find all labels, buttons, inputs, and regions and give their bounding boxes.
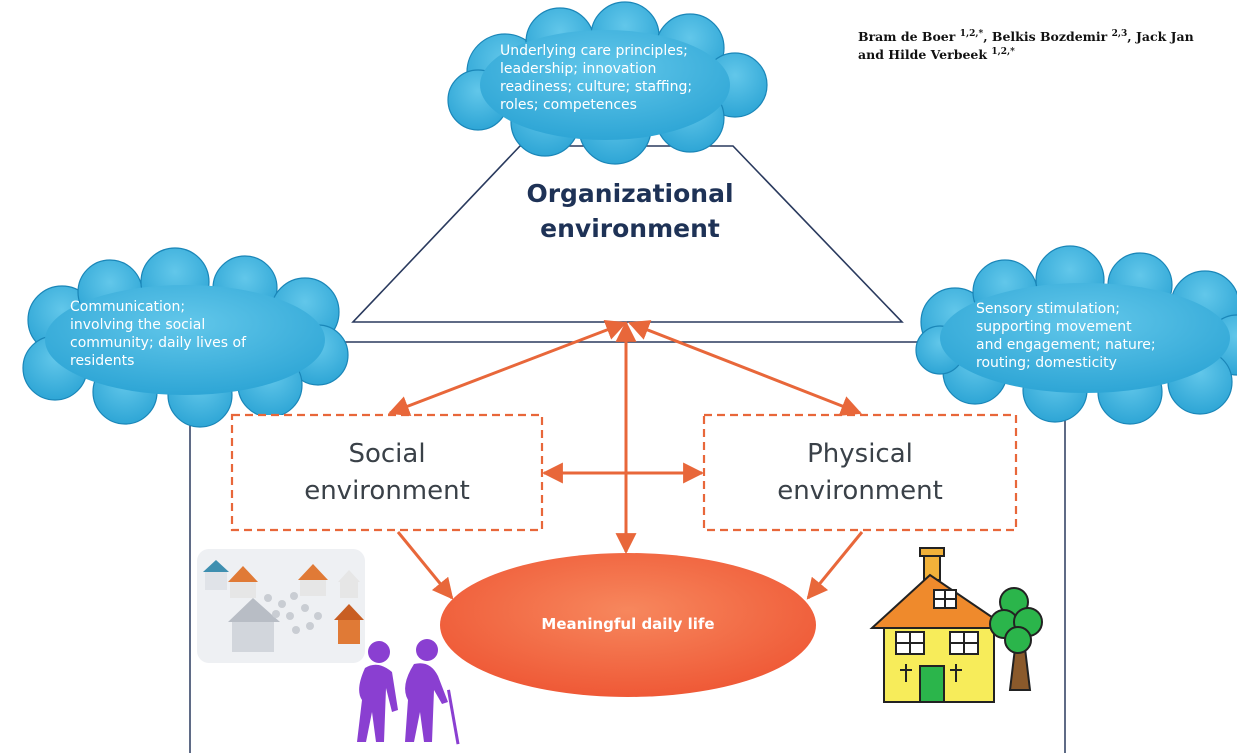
meaningful-daily-life-label: Meaningful daily life (541, 615, 715, 633)
cloud-line: supporting movement (976, 319, 1132, 335)
cloud-line: involving the social (70, 317, 206, 333)
arrow-org-social (388, 319, 627, 417)
physical-environment-box (702, 413, 1018, 532)
right-cloud-icon (915, 245, 1237, 425)
arrow-physical-goal (806, 531, 864, 600)
social-environment-box (230, 413, 544, 532)
left-cloud-text: Communication; involving the social comm… (70, 298, 300, 370)
author-affiliation: 1,2,* (991, 46, 1015, 57)
cloud-line: routing; domesticity (976, 355, 1117, 371)
author-name: Jack Jan (1135, 29, 1194, 44)
meaningful-daily-life-ellipse (440, 553, 816, 697)
village-icon (197, 549, 365, 663)
arrow-social-goal (396, 531, 454, 600)
cloud-line: roles; competences (500, 97, 637, 113)
physical-environment-label: Physical environment (704, 436, 1016, 510)
label-line: Physical (807, 439, 913, 469)
tree-icon (989, 587, 1043, 691)
organizational-environment-label: Organizational environment (490, 176, 770, 246)
author-list: Bram de Boer 1,2,*, Belkis Bozdemir 2,3,… (858, 28, 1194, 62)
author-affiliation: 1,2,* (959, 28, 984, 39)
author-name: and Hilde Verbeek (858, 47, 988, 62)
organizational-triangle (351, 145, 904, 323)
label-line: Organizational (526, 179, 734, 208)
cloud-line: Sensory stimulation; (976, 301, 1120, 317)
cloud-line: community; daily lives of (70, 335, 247, 351)
cloud-line: Underlying care principles; (500, 43, 688, 59)
cloud-line: leadership; innovation (500, 61, 657, 77)
label-line: environment (777, 476, 943, 506)
label-line: environment (540, 214, 720, 243)
top-cloud-icon (447, 1, 768, 165)
label-line: Social (348, 439, 426, 469)
label-line: environment (304, 476, 470, 506)
top-cloud-text: Underlying care principles; leadership; … (500, 42, 730, 114)
cloud-line: residents (70, 353, 135, 369)
social-environment-label: Social environment (232, 436, 542, 510)
elderly-couple-icon (357, 639, 460, 745)
author-affiliation: 2,3 (1111, 28, 1128, 39)
arrow-org-physical (628, 320, 862, 416)
left-cloud-icon (22, 247, 349, 428)
cloud-line: Communication; (70, 299, 186, 315)
cloud-line: readiness; culture; staffing; (500, 79, 693, 95)
right-cloud-text: Sensory stimulation; supporting movement… (976, 300, 1206, 372)
relation-arrows (388, 319, 864, 600)
cloud-line: and engagement; nature; (976, 337, 1156, 353)
author-name: Belkis Bozdemir (991, 29, 1108, 44)
author-name: Bram de Boer (858, 29, 956, 44)
house-icon (869, 547, 1012, 703)
